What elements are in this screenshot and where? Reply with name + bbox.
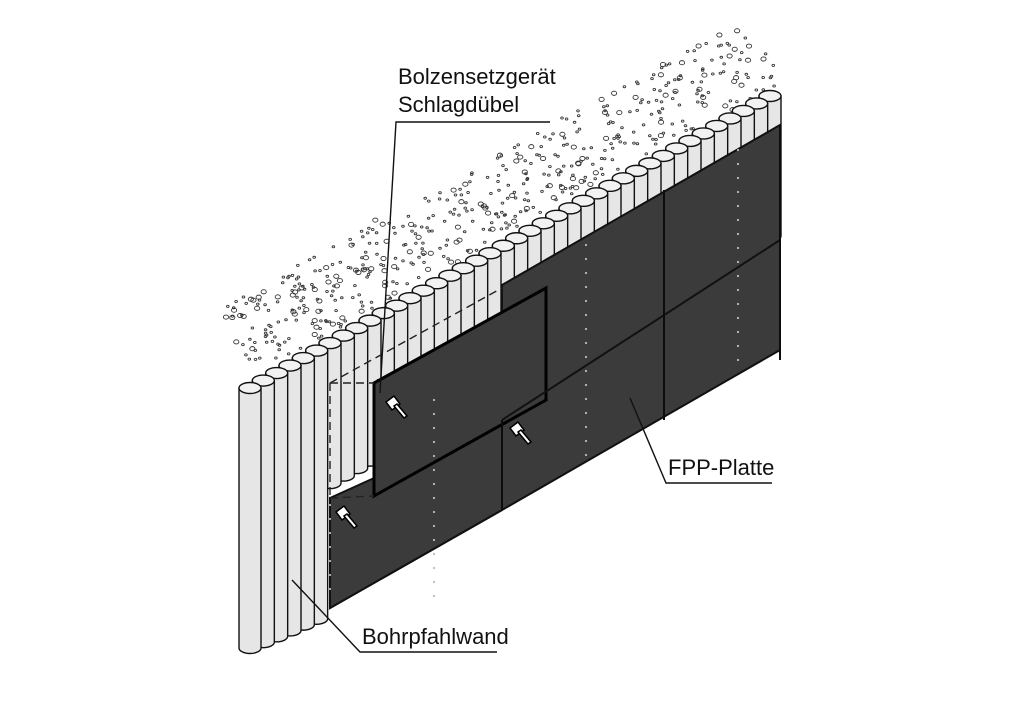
label-pile-wall: Bohrpfahlwand <box>362 624 509 649</box>
leader-pile-wall <box>291 579 497 653</box>
fasteners <box>334 394 533 529</box>
bolt-icon <box>384 394 409 419</box>
fastening-dots <box>328 148 740 598</box>
label-fpp-panel: FPP-Platte <box>668 455 774 480</box>
leader-bolt-tool <box>379 121 550 394</box>
bored-pile <box>238 381 262 655</box>
panel-joints <box>501 125 781 510</box>
leader-lines <box>291 121 772 653</box>
fpp-panel-detached <box>372 285 548 499</box>
soil-gravel-texture <box>222 28 776 361</box>
bolt-icon <box>508 420 533 445</box>
label-bolt-tool: Bolzensetzgerät <box>398 64 556 89</box>
bolt-icon <box>334 504 359 529</box>
leader-panel <box>629 397 772 484</box>
fpp-panels <box>328 123 781 610</box>
panel-outline-dashed <box>329 287 503 499</box>
label-anchor: Schlagdübel <box>398 92 519 117</box>
